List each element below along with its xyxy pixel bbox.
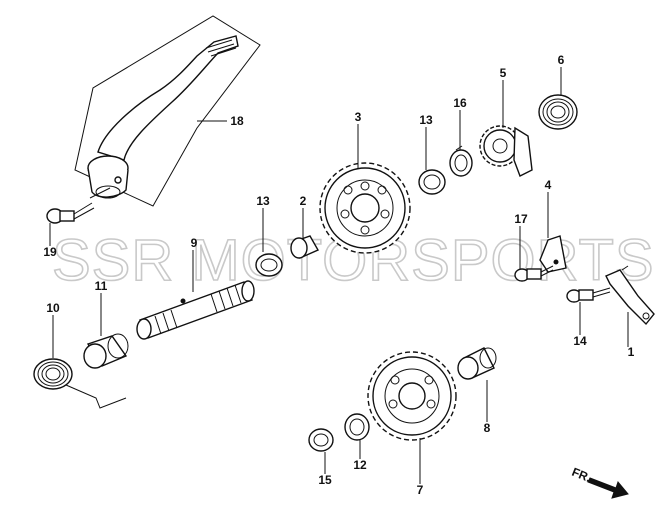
callout-7: 7 <box>417 483 424 497</box>
return-spring <box>33 358 127 409</box>
callout-14: 14 <box>573 334 587 348</box>
callout-16: 16 <box>453 96 467 110</box>
callout-12: 12 <box>353 458 367 472</box>
callout-1: 1 <box>628 345 635 359</box>
callout-13-left: 13 <box>256 194 270 208</box>
leader-lines <box>49 67 629 484</box>
front-direction-arrow: FR. <box>570 465 629 499</box>
callout-2: 2 <box>300 194 307 208</box>
callout-5: 5 <box>500 66 507 80</box>
idle-gear <box>319 162 411 254</box>
washer-13-right <box>418 169 446 195</box>
collar-2 <box>290 235 319 259</box>
callout-labels: 1 2 3 4 5 6 7 8 9 10 11 12 13 13 14 15 1… <box>43 53 634 497</box>
stopper-plate-1 <box>605 265 655 326</box>
callout-9: 9 <box>191 236 198 250</box>
callout-11: 11 <box>95 279 108 293</box>
washer-13-left <box>255 253 283 277</box>
spring-collar <box>83 333 129 369</box>
callout-4: 4 <box>545 178 552 192</box>
kick-starter-arm <box>74 15 261 207</box>
callout-3: 3 <box>355 110 362 124</box>
kick-starter-spindle <box>136 280 255 340</box>
callout-10: 10 <box>46 301 60 315</box>
guide-plate-4 <box>539 235 567 273</box>
bolt-17 <box>514 265 554 282</box>
bolt-14 <box>566 287 611 303</box>
ratchet-spring <box>538 94 578 130</box>
callout-13-right: 13 <box>419 113 433 127</box>
callout-19: 19 <box>43 245 57 259</box>
ratchet-5 <box>479 125 533 177</box>
callout-8: 8 <box>484 421 491 435</box>
driven-gear <box>367 351 457 441</box>
circlip-15 <box>308 428 334 452</box>
bushing-8 <box>457 347 497 380</box>
circlip-16 <box>449 145 473 177</box>
callout-6: 6 <box>558 53 565 67</box>
washer-12 <box>344 413 370 441</box>
direction-label: FR. <box>570 465 593 485</box>
callout-17: 17 <box>514 212 528 226</box>
callout-18: 18 <box>230 114 244 128</box>
bolt-19 <box>46 202 95 224</box>
callout-15: 15 <box>318 473 332 487</box>
